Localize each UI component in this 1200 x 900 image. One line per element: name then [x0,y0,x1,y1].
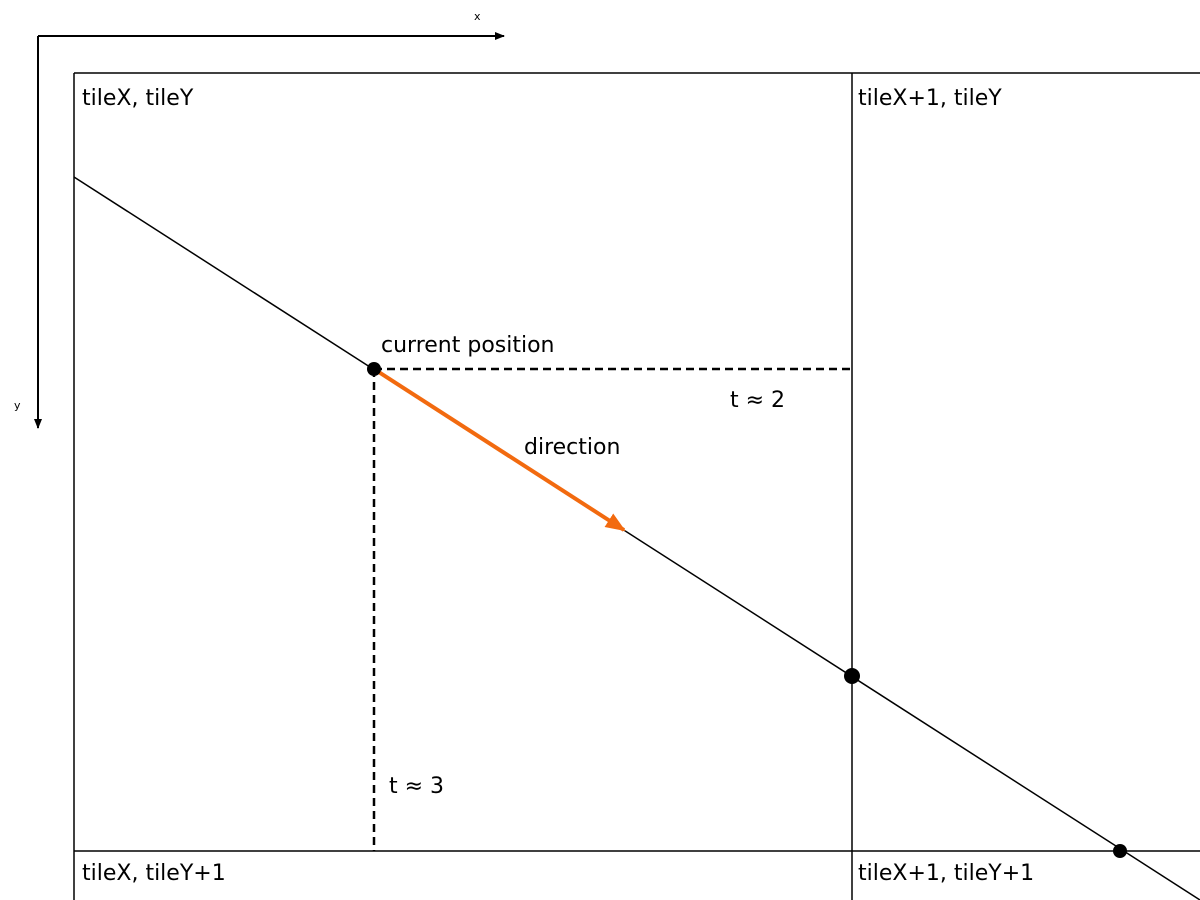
ray-line [73,176,1200,900]
direction-label: direction [524,435,620,460]
tile-label-bottom-right: tileX+1, tileY+1 [858,861,1034,886]
t-horizontal-label: t ≈ 2 [730,388,785,413]
current-position-point [367,362,381,376]
tile-label-top-left: tileX, tileY [82,86,194,111]
vertical-boundary-intersection-point [844,668,860,684]
tile-grid [73,72,1200,900]
tile-label-bottom-left: tileX, tileY+1 [82,861,226,886]
horizontal-boundary-intersection-point [1113,844,1127,858]
t-vertical-label: t ≈ 3 [389,774,444,799]
x-axis-label: x [474,10,481,23]
current-position-label: current position [381,333,555,358]
tile-label-top-right: tileX+1, tileY [858,86,1002,111]
direction-arrow [372,367,626,532]
y-axis-label: y [14,399,21,412]
